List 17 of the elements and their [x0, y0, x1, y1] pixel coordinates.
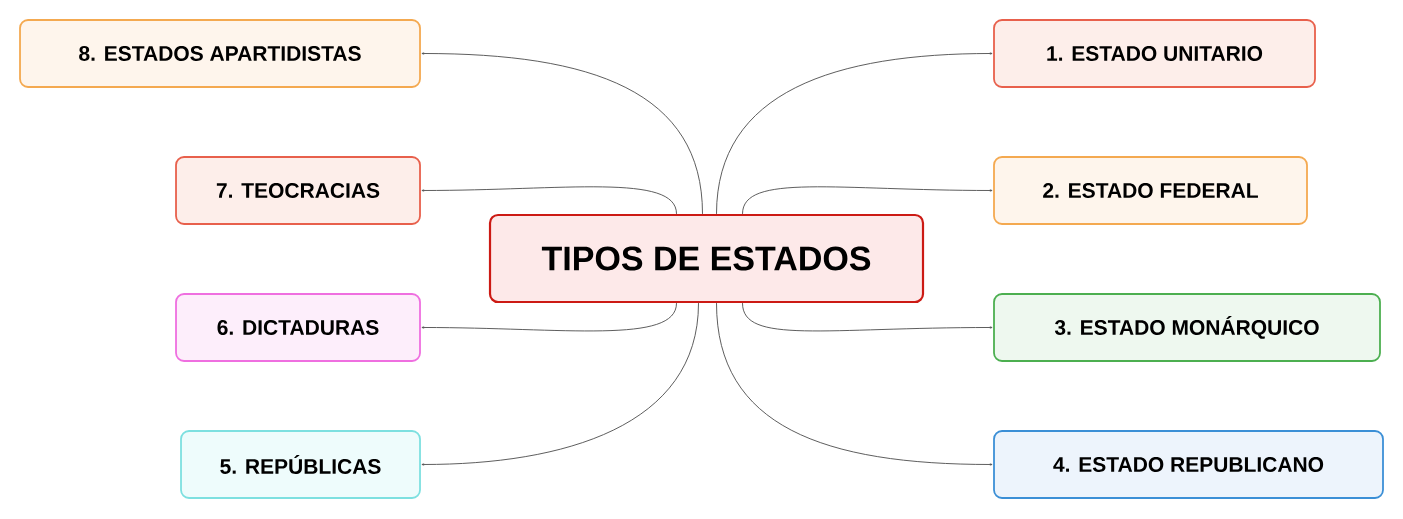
connector-arrow: [421, 186, 677, 215]
connector-arrow: [421, 302, 699, 466]
topic-box: 3. ESTADO MONÁRQUICO: [993, 293, 1381, 362]
topic-box: 7. TEOCRACIAS: [175, 156, 421, 225]
title-box: TIPOS DE ESTADOS: [488, 213, 925, 304]
topic-box: 4. ESTADO REPUBLICANO: [993, 430, 1384, 499]
connector-arrow: [742, 186, 993, 215]
topic-box: 1. ESTADO UNITARIO: [993, 19, 1316, 88]
connector-arrow: [421, 302, 677, 332]
topic-box: 8. ESTADOS APARTIDISTAS: [19, 19, 421, 88]
topic-box: 2. ESTADO FEDERAL: [993, 156, 1308, 225]
connector-arrow: [742, 302, 993, 332]
connector-arrow: [716, 52, 993, 215]
topic-box: 6. DICTADURAS: [175, 293, 421, 362]
topic-box: 5. REPÚBLICAS: [180, 430, 421, 499]
connector-arrow: [716, 302, 993, 466]
connector-arrow: [421, 52, 703, 215]
